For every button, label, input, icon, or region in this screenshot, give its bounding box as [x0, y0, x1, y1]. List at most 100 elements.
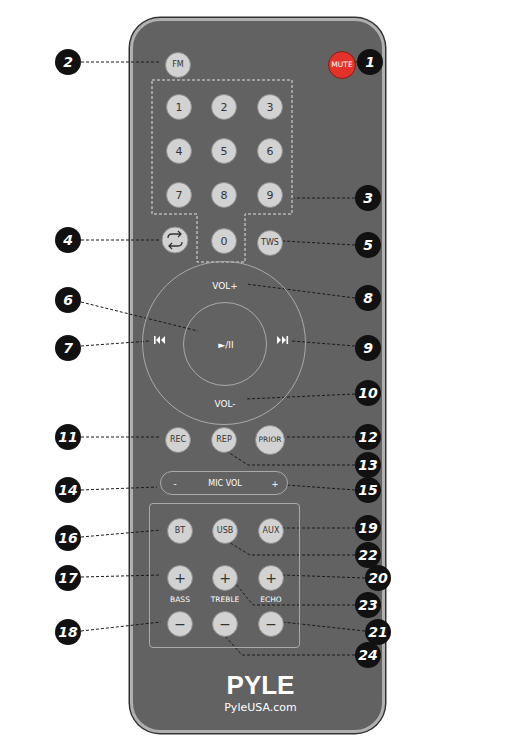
callout-number: 3 [355, 185, 381, 211]
bass-minus-button: − [167, 611, 193, 637]
mute-button: MUTE [328, 51, 356, 79]
button-label: − [219, 617, 231, 631]
treble-minus-button: − [212, 611, 238, 637]
remote-body: PYLEPyleUSA.comFMMUTE1234567890TWSVOL+VO… [130, 18, 385, 733]
button-label: 0 [221, 236, 228, 247]
rec-button: REC [165, 427, 191, 453]
panel-text: ►/II [218, 341, 233, 350]
leader-line [81, 341, 150, 346]
panel-text: PYLE [227, 672, 295, 698]
button-label: PRIOR [258, 436, 281, 444]
panel-text: VOL+ [212, 282, 238, 291]
leader-line [227, 541, 355, 555]
button-label: TWS [261, 239, 279, 247]
callout-number: 17 [55, 565, 81, 591]
panel-text: BASS [170, 596, 190, 604]
button-label: 5 [221, 146, 228, 157]
button-label: + [265, 571, 277, 585]
button-label: REP [216, 436, 231, 444]
next-icon [277, 336, 288, 344]
treble-plus-button: + [212, 565, 238, 591]
digit-button: 7 [166, 182, 192, 208]
leader-line [283, 241, 355, 245]
button-label: + [219, 571, 231, 585]
callout-number: 12 [355, 424, 381, 450]
button-label: 4 [176, 146, 183, 157]
button-label: − [265, 617, 277, 631]
callout-number: 16 [55, 525, 81, 551]
digit-button: 2 [211, 94, 237, 120]
button-label: 9 [267, 190, 274, 201]
digit-button: 1 [166, 94, 192, 120]
panel-text: TREBLE [211, 596, 240, 604]
callout-number: 19 [355, 515, 381, 541]
leader-line [228, 452, 355, 465]
button-label: + [174, 571, 186, 585]
button-label: MUTE [331, 61, 352, 69]
panel-text: ECHO [260, 596, 282, 604]
digit-button: 9 [257, 182, 283, 208]
button-label: USB [217, 527, 233, 535]
navigation-ring: VOL+ VOL- ►/II [142, 261, 306, 425]
leader-line [286, 485, 355, 490]
leader-line [81, 302, 198, 331]
button-label: 8 [221, 190, 228, 201]
previous-icon [154, 336, 165, 344]
panel-text: MIC VOL [208, 480, 241, 488]
button-label: AUX [263, 527, 280, 535]
callout-number: 23 [355, 592, 381, 618]
button-label: FM [172, 61, 184, 69]
bass-plus-button: + [167, 565, 193, 591]
leader-line [235, 583, 355, 605]
mic-vol-rocker: - MIC VOL + [160, 471, 288, 495]
leader-line [81, 487, 157, 490]
digit-button: 5 [211, 138, 237, 164]
digit-button: 6 [257, 138, 283, 164]
panel-text: - [173, 480, 176, 489]
button-label: 2 [221, 102, 228, 113]
aux-button: AUX [258, 518, 284, 544]
callout-number: 14 [55, 477, 81, 503]
fm-button: FM [165, 52, 191, 78]
rep-button: REP [211, 427, 237, 453]
control-panel: BASS TREBLE ECHO BT USB AUX + + + − − − [149, 503, 300, 648]
callout-number: 6 [55, 287, 81, 313]
button-label: 3 [267, 102, 274, 113]
panel-text: VOL- [214, 400, 235, 409]
leader-line [246, 284, 355, 298]
repeat-button [162, 227, 188, 253]
leader-line [246, 394, 355, 399]
leader-line [282, 622, 365, 631]
tws-button: TWS [257, 230, 283, 256]
panel-text: + [271, 480, 279, 489]
callout-number: 13 [355, 452, 381, 478]
play-pause-button: ►/II [183, 302, 267, 386]
callout-number: 2 [55, 49, 81, 75]
leader-line [294, 198, 355, 199]
callout-number: 11 [55, 424, 81, 450]
digit-button: 3 [257, 94, 283, 120]
leader-line [81, 437, 160, 438]
button-label: 7 [176, 190, 183, 201]
keypad-outline [152, 80, 292, 262]
callout-number: 9 [355, 335, 381, 361]
callout-number: 22 [355, 542, 381, 568]
usb-button: USB [212, 518, 238, 544]
leader-line [292, 341, 355, 346]
leader-line [81, 62, 160, 63]
panel-text: PyleUSA.com [224, 702, 297, 713]
prior-button: PRIOR [255, 425, 285, 455]
echo-minus-button: − [258, 611, 284, 637]
leader-line [224, 635, 355, 655]
callout-number: 24 [355, 642, 381, 668]
leader-line [81, 240, 160, 241]
leader-line [282, 575, 365, 578]
callout-number: 10 [355, 380, 381, 406]
bt-button: BT [167, 518, 193, 544]
digit-button: 4 [166, 138, 192, 164]
leader-line [282, 528, 355, 529]
echo-plus-button: + [258, 565, 284, 591]
callout-number: 20 [365, 565, 391, 591]
button-label: − [174, 617, 186, 631]
